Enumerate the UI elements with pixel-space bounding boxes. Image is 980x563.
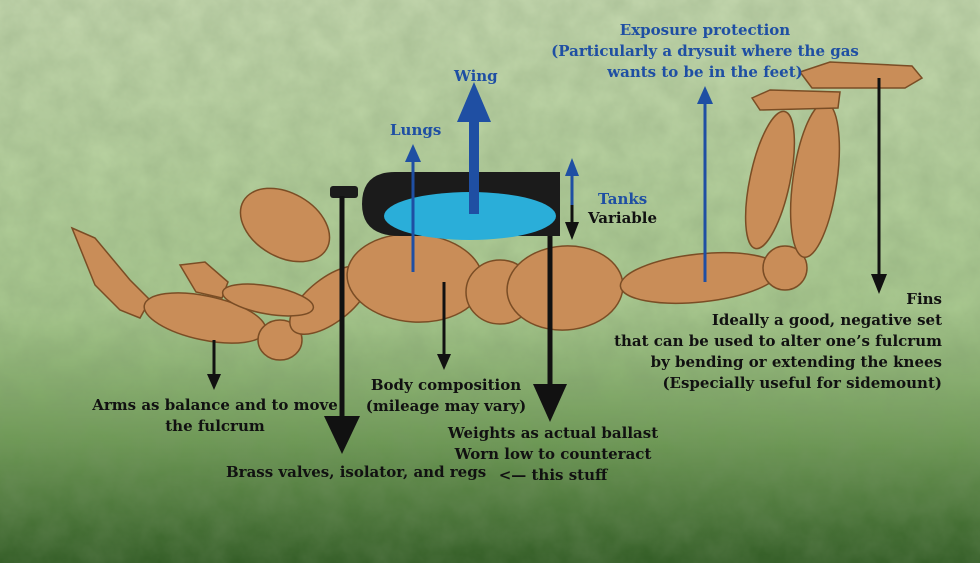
mannequin-knee: [762, 245, 808, 291]
arms-label: Arms as balance and to move the fulcrum: [86, 395, 344, 437]
mannequin-hand-front: [70, 226, 151, 319]
weights-line-1: Weights as actual ballast: [447, 424, 659, 442]
variable-label: Variable: [588, 209, 658, 227]
ballast-arrows: [207, 78, 887, 454]
fins-title: Fins: [906, 290, 942, 308]
weights-line-3: <— this stuff: [498, 466, 608, 484]
body-composition-line-1: Body composition: [370, 376, 522, 394]
wing-bladder: [384, 192, 556, 240]
exposure-protection-title: Exposure protection: [619, 21, 791, 39]
fins-label: Fins Ideally a good, negative set that c…: [600, 289, 942, 394]
weights-arrow: [533, 236, 567, 422]
buoyancy-arrows: [405, 82, 713, 282]
exposure-protection-detail-1: (Particularly a drysuit where the gas: [551, 42, 859, 60]
brass-valves-label: Brass valves, isolator, and regs: [226, 463, 487, 481]
fins-arrow: [871, 78, 887, 294]
arms-line-1: Arms as balance and to move: [92, 396, 338, 414]
exposure-protection-label: Exposure protection (Particularly a drys…: [540, 20, 870, 83]
fins-line-3: by bending or extending the knees: [650, 353, 942, 371]
mannequin-foot-back: [750, 89, 841, 111]
wooden-mannequin: [70, 61, 924, 361]
mannequin-elbow-front: [257, 319, 303, 361]
exposure-protection-arrow: [697, 86, 713, 282]
lungs-label: Lungs: [390, 121, 442, 139]
brass-valves-arrow: [324, 196, 360, 454]
tanks-variable-up-arrow: [565, 158, 579, 205]
arms-line-2: the fulcrum: [165, 417, 265, 435]
wing-label: Wing: [454, 67, 498, 85]
tanks-variable-down-arrow: [565, 205, 579, 240]
fins-line-2: that can be used to alter one’s fulcrum: [614, 332, 942, 350]
tanks-label: Tanks: [598, 190, 648, 208]
mannequin-head: [239, 187, 331, 263]
fins-line-4: (Especially useful for sidemount): [662, 374, 942, 392]
exposure-protection-detail-2: wants to be in the feet): [607, 63, 803, 81]
weights-label: Weights as actual ballast Worn low to co…: [440, 423, 666, 486]
mannequin-arm-back: [221, 283, 315, 317]
mannequin-chest: [346, 233, 484, 323]
fins-line-1: Ideally a good, negative set: [711, 311, 942, 329]
weights-line-2: Worn low to counteract: [454, 445, 652, 463]
body-composition-label: Body composition (mileage may vary): [356, 375, 536, 417]
wing-arrow: [457, 82, 491, 214]
arms-arrow: [207, 340, 221, 390]
tank-valve: [330, 186, 358, 198]
body-composition-arrow: [437, 282, 451, 370]
body-composition-line-2: (mileage may vary): [365, 397, 527, 415]
mannequin-foot-front: [798, 61, 924, 89]
lungs-arrow: [405, 144, 421, 272]
mannequin-shin-back: [744, 110, 796, 250]
